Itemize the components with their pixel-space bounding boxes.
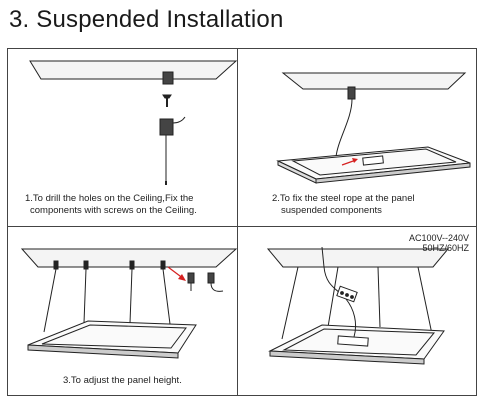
rope [327,266,339,328]
ceiling-plate [29,60,237,80]
power-voltage: AC100V--240V [408,233,469,243]
rope [83,268,87,324]
ceiling-plate [281,72,467,90]
step-2-panel: 2.To fix the steel rope at the panel sus… [238,49,475,226]
fitting [53,260,59,270]
rope [43,268,57,333]
grip-rope-b [210,282,224,292]
rope [281,266,299,340]
grip-fitting-a [187,272,195,284]
step-3-illustration [20,248,237,359]
step-1-line-2: components with screws on the Ceiling. [30,205,197,216]
led-panel-front [315,162,471,184]
step-1-illustration [29,60,237,185]
ceiling-plate [20,248,237,268]
frame-divider-horizontal [7,226,477,227]
rope [417,266,434,340]
rope [377,266,381,328]
suspension-clip [172,116,186,124]
ceiling-fitting [347,86,356,100]
step-3-panel: 3.To adjust the panel height. [8,227,237,395]
step-3-line-1: 3.To adjust the panel height. [63,375,182,386]
power-spec: AC100V--240V 50HZ/60HZ [409,233,469,253]
frame-divider-vertical [237,48,238,396]
steps-frame [7,48,477,396]
step-2-line-2: suspended components [281,205,382,216]
fitting [83,260,89,270]
fitting [160,260,166,270]
panel-inner [291,148,457,176]
grip-fitting-b [207,272,215,284]
step-4-panel: AC100V--240V 50HZ/60HZ [238,227,475,395]
connector-dot [350,295,354,299]
step-1-caption: 1.To drill the holes on the Ceiling,Fix … [25,193,197,217]
step-3-caption: 3.To adjust the panel height. [63,375,182,387]
driver-box [337,335,369,347]
section-title: 3. Suspended Installation [9,6,284,33]
step-1-line-1: 1.To drill the holes on the Ceiling,Fix … [25,193,194,204]
driver-box [362,155,384,166]
step-2-illustration [276,72,471,184]
fitting [129,260,135,270]
rope [129,268,133,324]
panel-inner [41,324,187,349]
connector-dot [340,291,344,295]
panel-inner [282,328,436,356]
step-2-caption: 2.To fix the steel rope at the panel sus… [272,193,415,217]
rope [162,268,172,333]
led-panel-front [269,350,425,365]
fixing-arrow-head [352,158,358,163]
ceiling-plate [266,248,450,268]
step-1-panel: 1.To drill the holes on the Ceiling,Fix … [8,49,237,226]
suspension-fitting [159,118,174,136]
adjust-arrow-head [178,274,186,281]
step-4-illustration [266,246,450,365]
power-frequency: 50HZ/60HZ [422,243,469,253]
ceiling-anchor [162,71,174,85]
step-2-line-1: 2.To fix the steel rope at the panel [272,193,415,204]
connector-dot [345,293,349,297]
led-panel-front [27,344,179,359]
screw-head [162,94,172,99]
